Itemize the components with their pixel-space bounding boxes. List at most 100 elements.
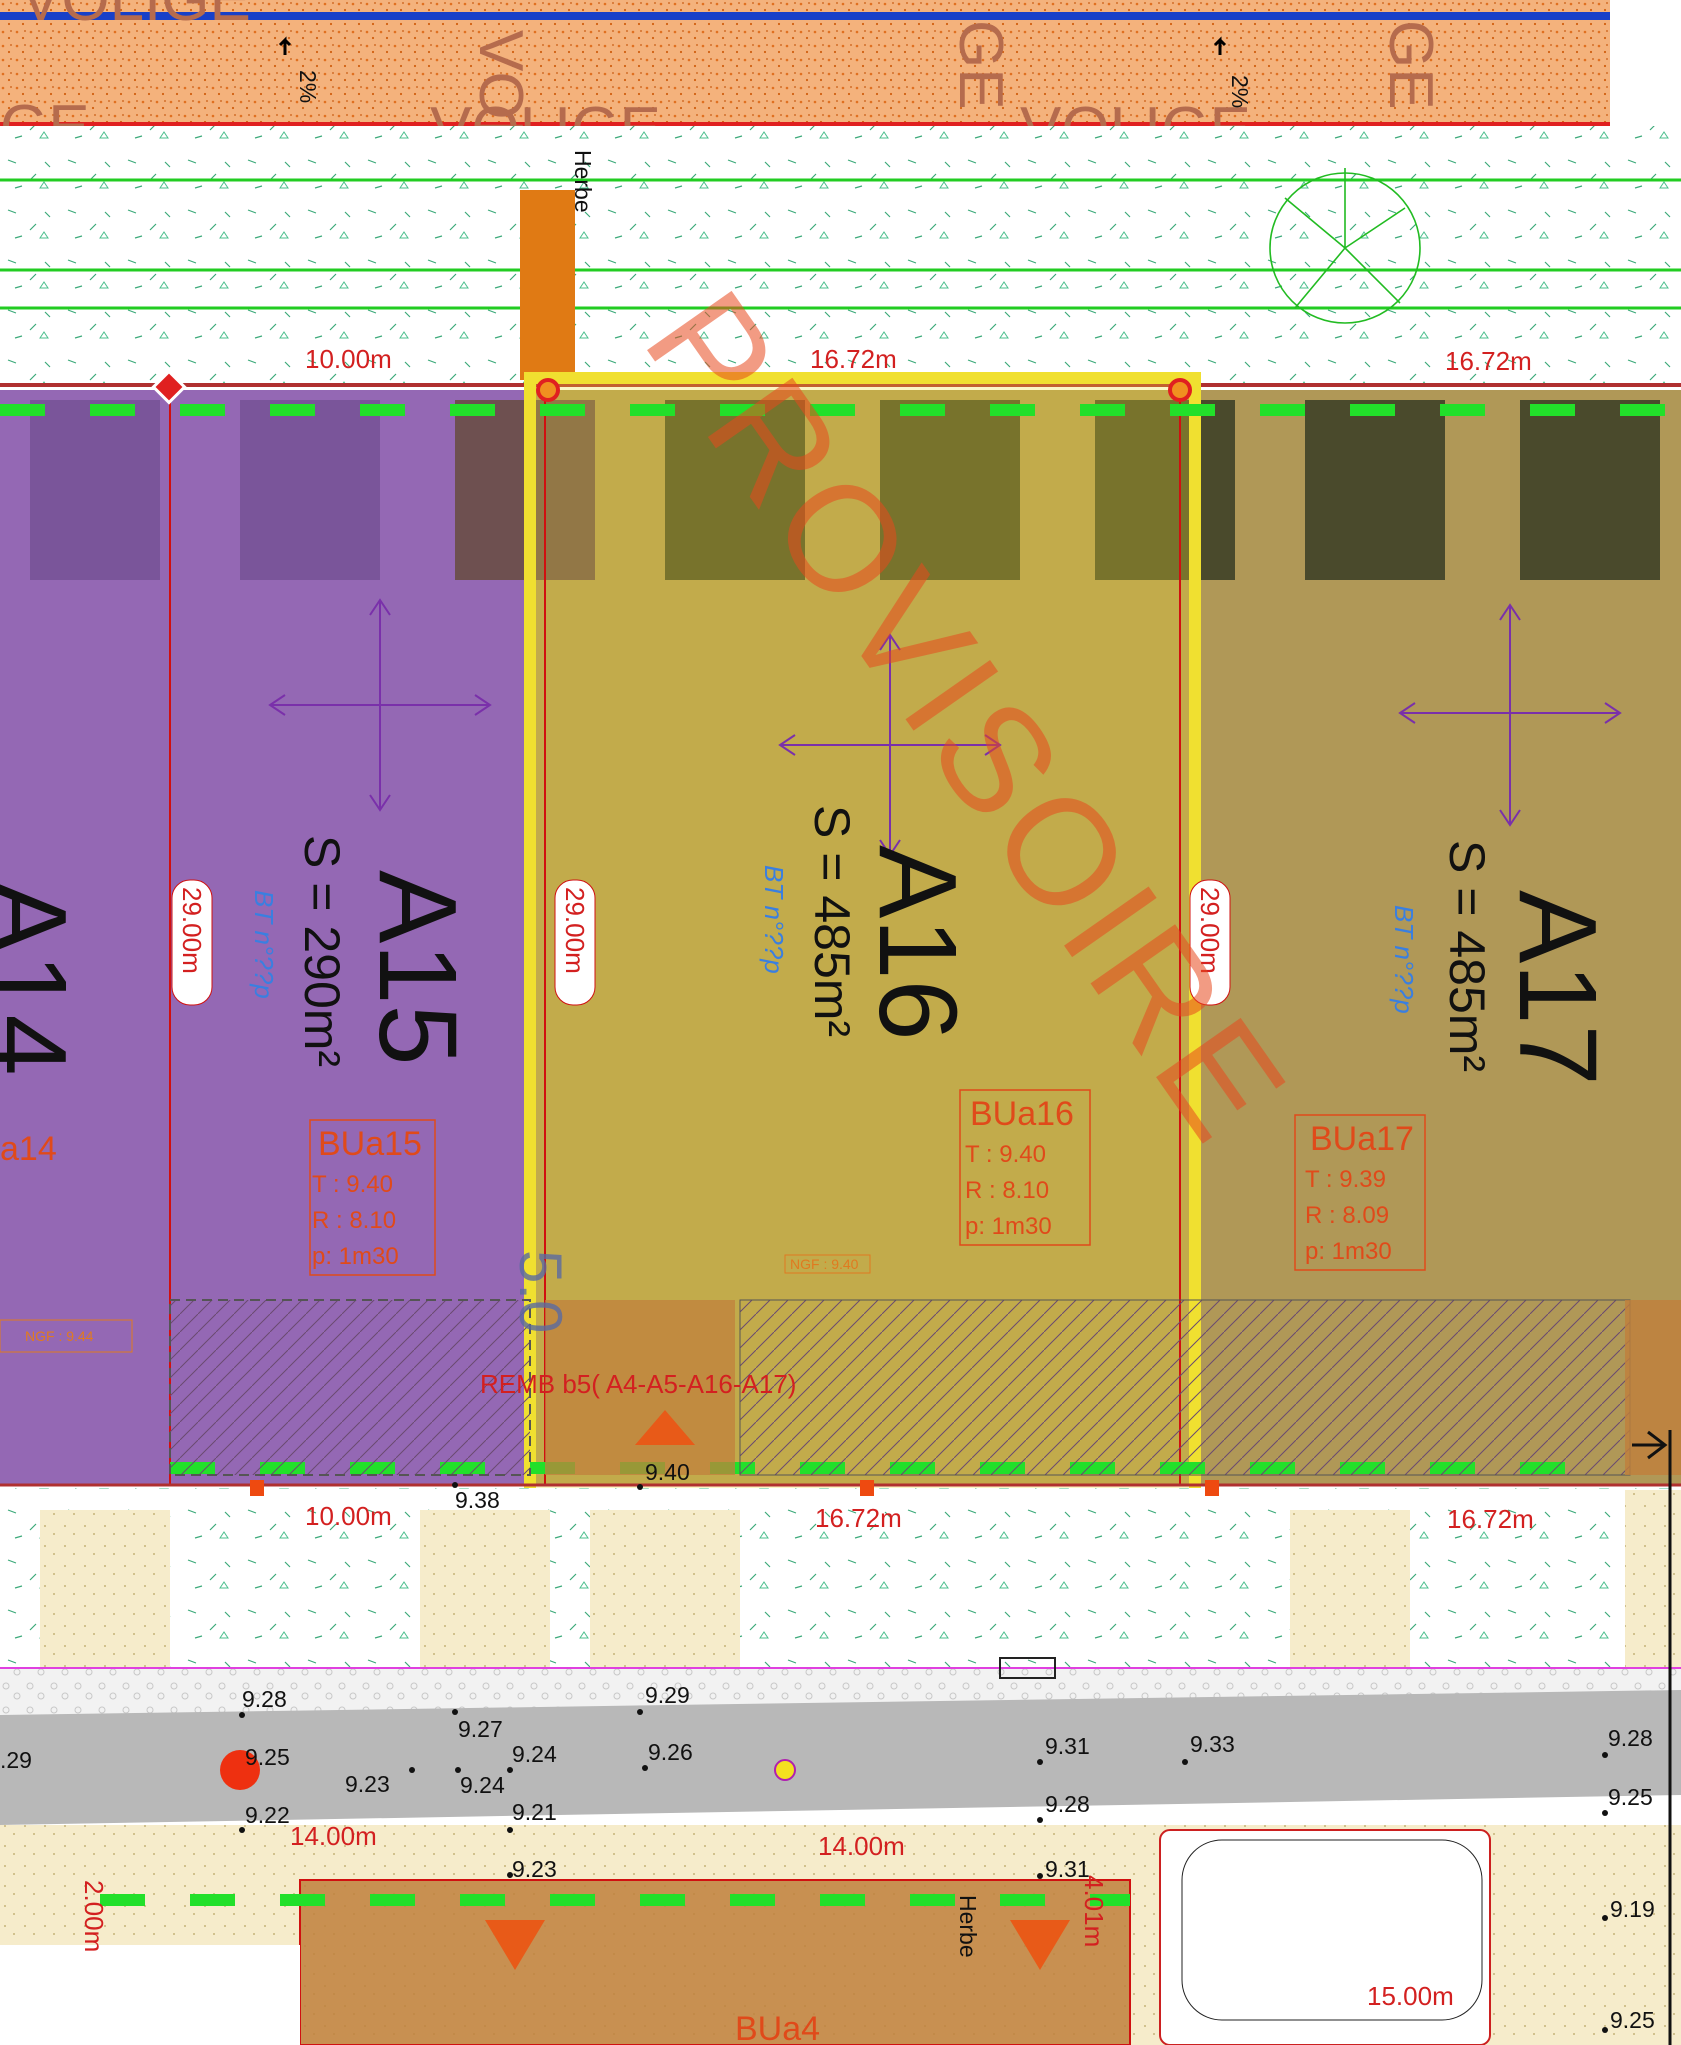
- svg-text:29.00m: 29.00m: [177, 887, 207, 974]
- svg-text:BUa17: BUa17: [1310, 1120, 1414, 1158]
- frontage-dim-top: 16.72m: [1445, 346, 1532, 376]
- manhole-icon: [999, 1657, 1056, 1679]
- lot-dim-bottom: 14.00m: [818, 1831, 905, 1861]
- svg-text:R : 8.10: R : 8.10: [312, 1207, 396, 1234]
- spot-level: 9.19: [1610, 1896, 1655, 1922]
- lot-bt: BT n°??p: [249, 890, 279, 999]
- herbe-label: Herbe: [955, 1895, 981, 1958]
- herbe-label: Herbe: [570, 150, 596, 213]
- ngf-tag-label: NGF : 9.44: [25, 1328, 94, 1344]
- svg-text:T : 9.39: T : 9.39: [1305, 1166, 1386, 1193]
- spot-level: 9.24: [512, 1741, 557, 1767]
- volige-label: VOLIGE: [20, 0, 251, 34]
- spot-level: .29: [0, 1747, 32, 1773]
- boundary-marker-icon: [536, 378, 560, 402]
- bua-box: BUa17 T : 9.39 R : 8.09 p: 1m30: [1294, 1114, 1426, 1271]
- svg-text:BUa16: BUa16: [970, 1095, 1074, 1133]
- planter: [1159, 1829, 1491, 2045]
- depth-dimension: 29.00m: [171, 879, 213, 1006]
- depth-dimension: 29.00m: [1189, 879, 1231, 1006]
- lot-area: S = 485m²: [1439, 840, 1495, 1072]
- lot-bt: BT n°??p: [1389, 905, 1419, 1014]
- spot-level: 9.31: [1045, 1856, 1090, 1882]
- road-border-line: [0, 122, 1610, 126]
- lot-area: S = 485m²: [804, 805, 860, 1037]
- lot-area: S = 290m²: [294, 835, 350, 1067]
- remb-label: REMB b5( A4-A5-A16-A17): [480, 1369, 796, 1399]
- svg-text:29.00m: 29.00m: [1195, 887, 1225, 974]
- building-zone: [739, 1299, 1631, 1476]
- hydrant-icon: [220, 1750, 260, 1790]
- lot-dim-bottom: 14.00m: [290, 1821, 377, 1851]
- boundary-marker-icon: [1168, 378, 1192, 402]
- spot-level: 9.38: [455, 1487, 500, 1513]
- spot-level: 9.31: [1045, 1733, 1090, 1759]
- slope-label: 2%: [295, 70, 321, 103]
- slope-arrow-icon: [278, 36, 292, 55]
- bottom-lot-label: BUa4: [735, 2010, 820, 2045]
- svg-text:29.00m: 29.00m: [560, 887, 590, 974]
- spot-level: 9.22: [245, 1802, 290, 1828]
- road-surface: [0, 1690, 1681, 1825]
- frontage-dim-top: 10.00m: [305, 344, 392, 374]
- ngf-tag: [0, 1319, 133, 1353]
- svg-text:p: 1m30: p: 1m30: [312, 1243, 399, 1270]
- depth-dimension: 29.00m: [554, 879, 596, 1006]
- streetlight-icon: [774, 1759, 796, 1781]
- spot-level: 9.21: [512, 1799, 557, 1825]
- triangle-marker-icon: [1010, 1920, 1070, 1970]
- bua-label: a14: [0, 1130, 57, 1168]
- north-arrow-icon: [1632, 1430, 1668, 1460]
- frontage-dim-top: 16.72m: [810, 344, 897, 374]
- spot-level: 9.27: [458, 1716, 503, 1742]
- lot-dim-bottom: 4.01m: [1079, 1875, 1109, 1947]
- bua-box: BUa16 T : 9.40 R : 8.10 p: 1m30: [959, 1089, 1091, 1246]
- svg-text:BUa15: BUa15: [318, 1125, 422, 1163]
- lot-bt: BT n°??p: [759, 865, 789, 974]
- svg-text:p: 1m30: p: 1m30: [1305, 1238, 1392, 1265]
- svg-text:R : 8.09: R : 8.09: [1305, 1202, 1389, 1229]
- slope-arrow-icon: [1213, 36, 1227, 55]
- spot-level: 9.28: [1608, 1725, 1653, 1751]
- spot-level: 9.23: [512, 1856, 557, 1882]
- svg-text:T : 9.40: T : 9.40: [965, 1141, 1046, 1168]
- lot-dim-bottom: 15.00m: [1367, 1981, 1454, 2011]
- svg-text:T : 9.40: T : 9.40: [312, 1171, 393, 1198]
- lot-id: A15: [356, 870, 479, 1066]
- orientation-arrows-icon: [268, 598, 1622, 857]
- svg-text:p: 1m30: p: 1m30: [965, 1213, 1052, 1240]
- triangle-marker-icon: [485, 1920, 545, 1970]
- triangle-marker-icon: [635, 1410, 695, 1445]
- svg-text:R : 8.10: R : 8.10: [965, 1177, 1049, 1204]
- parking-blocks: [30, 400, 1660, 580]
- spot-level: 9.23: [345, 1771, 390, 1797]
- spot-level: 9.33: [1190, 1731, 1235, 1757]
- spot-level: 9.25: [1610, 2007, 1655, 2033]
- building-zone: [545, 1300, 735, 1475]
- spot-level: 9.25: [245, 1744, 290, 1770]
- building-zone: [169, 1299, 531, 1476]
- spot-level: 9.28: [1045, 1791, 1090, 1817]
- lot-id: A17: [1496, 890, 1619, 1086]
- tree-icon: [1269, 168, 1421, 324]
- spot-levels: 9.38 9.40 9.28 9.27 9.29 9.25 9.24 9.26 …: [0, 1459, 1655, 2033]
- south-building: [299, 1879, 1131, 2045]
- volige-label-vertical: GE: [1376, 20, 1445, 110]
- frontage-dim-bottom: 10.00m: [305, 1501, 392, 1531]
- spot-level: 9.40: [645, 1459, 690, 1485]
- slope-label: 2%: [1227, 75, 1253, 108]
- ngf-tag: [784, 1254, 871, 1274]
- lot-id: A14: [0, 880, 89, 1076]
- lot-dim-bottom: 2.00m: [79, 1880, 109, 1952]
- boundary-marker-icon: [151, 369, 187, 405]
- lot-id: A16: [856, 845, 979, 1041]
- spot-level: 9.24: [460, 1772, 505, 1798]
- orange-path: [520, 190, 575, 380]
- frontage-dim-bottom: 16.72m: [1447, 1504, 1534, 1534]
- ngf-tag-label: NGF : 9.40: [790, 1256, 859, 1272]
- top-road-band: [0, 0, 1610, 125]
- spot-level: 9.26: [648, 1739, 693, 1765]
- stamp-fragment: 5.0: [507, 1250, 574, 1333]
- spot-level: 9.25: [1608, 1784, 1653, 1810]
